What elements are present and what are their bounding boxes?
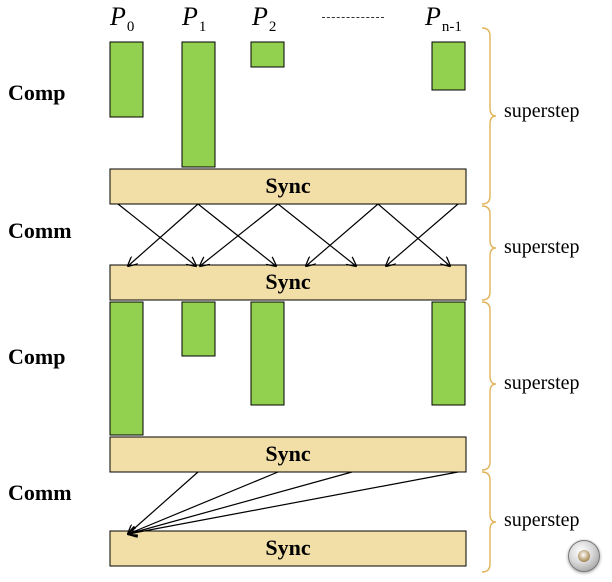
compute-bar-p1-phase1 — [181, 41, 216, 168]
superstep-label-3: superstep — [504, 372, 580, 394]
brace-1 — [481, 27, 497, 205]
comm-arrow — [306, 203, 379, 266]
processor-ellipsis — [322, 17, 384, 18]
compute-bar-pn1-phase2 — [431, 301, 466, 406]
slide-nav-button-icon[interactable] — [568, 540, 600, 572]
compute-bar-p0-phase2 — [109, 301, 144, 436]
comm-arrows-phase1 — [117, 203, 459, 266]
comm-arrow — [128, 471, 353, 534]
comm-arrow — [128, 471, 459, 534]
compute-bar-p1-phase2 — [181, 301, 216, 357]
sync-label-2: Sync — [265, 269, 311, 294]
sync-bar-3 — [109, 436, 467, 473]
processor-label-p1: P1 — [182, 2, 207, 35]
sync-bar-1 — [109, 168, 467, 205]
comm-arrow — [386, 203, 459, 266]
sync-label-3: Sync — [265, 441, 311, 466]
sync-bar-4 — [109, 530, 467, 567]
comm-arrow — [197, 203, 276, 266]
superstep-label-2: superstep — [504, 236, 580, 258]
compute-bar-p2-phase2 — [250, 301, 285, 406]
superstep-braces — [481, 27, 497, 573]
comm-arrow — [277, 203, 356, 266]
brace-4 — [481, 471, 497, 573]
comm-arrow — [117, 203, 196, 266]
phase-label-comp-2: Comp — [8, 344, 66, 369]
sync-label-4: Sync — [265, 535, 311, 560]
processor-label-pn1: Pn-1 — [425, 2, 462, 35]
sync-bar-2 — [109, 264, 467, 301]
superstep-label-4: superstep — [504, 509, 580, 531]
phase-label-comm-2: Comm — [8, 480, 72, 505]
superstep-label-1: superstep — [504, 100, 580, 122]
processor-label-p2: P2 — [252, 2, 277, 35]
comm-arrow — [128, 203, 199, 266]
compute-bar-p2-phase1 — [250, 41, 285, 68]
compute-bar-pn1-phase1 — [431, 41, 466, 91]
processor-label-p0: P0 — [110, 2, 135, 35]
comm-arrows-phase2 — [128, 471, 459, 534]
phase-label-comp-1: Comp — [8, 80, 66, 105]
comm-arrow — [128, 471, 199, 534]
comm-arrow — [128, 471, 279, 534]
comm-arrow — [377, 203, 450, 266]
brace-2 — [481, 205, 497, 301]
compute-bar-p0-phase1 — [109, 41, 144, 118]
sync-label-1: Sync — [265, 173, 311, 198]
phase-label-comm-1: Comm — [8, 218, 72, 243]
brace-3 — [481, 301, 497, 471]
comm-arrow — [200, 203, 279, 266]
